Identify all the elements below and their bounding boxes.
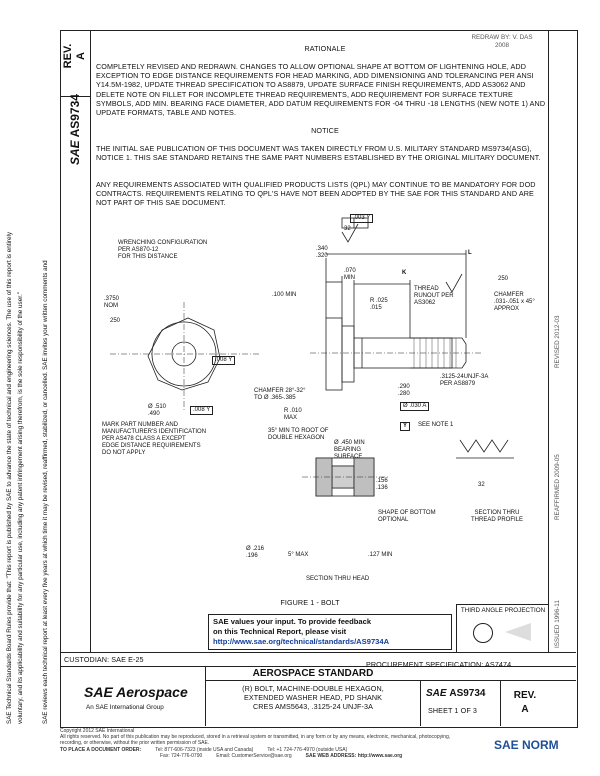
footer-fax: Fax: 724-776-0790 xyxy=(160,752,203,759)
footer: Copyright 2012 SAE International All rig… xyxy=(60,728,576,759)
footer-tel-2: Tel: +1 724-776-4970 (outside USA) xyxy=(267,746,348,753)
label-dim-340: .340 .320 xyxy=(316,246,328,259)
revised-date: REVISED 2012-03 xyxy=(554,315,561,368)
label-dia-510: Ø .510 .490 xyxy=(148,404,167,417)
label-deg-5: 5° MAX xyxy=(288,552,309,558)
label-bearing: Ø .450 MIN BEARING SURFACE xyxy=(334,440,365,460)
datum-y: Y xyxy=(400,422,411,431)
tolerance-008b: .008 Y xyxy=(190,406,214,415)
doc-id-vertical: SAE AS9734 xyxy=(68,94,82,165)
label-radius-010: R .010 MAX xyxy=(284,408,302,421)
page-frame xyxy=(60,30,578,728)
label-finish-250: 250 xyxy=(110,318,121,324)
label-dim-100: .100 MIN xyxy=(272,292,297,298)
label-finish-32c: 32 xyxy=(478,482,485,488)
brand-sub: An SAE International Group xyxy=(86,704,164,711)
label-wrenching: WRENCHING CONFIGURATION PER AS870-12 FOR… xyxy=(118,240,208,260)
title-lines: (R) BOLT, MACHINE-DOUBLE HEXAGON, EXTEND… xyxy=(206,684,420,711)
rationale-heading: RATIONALE xyxy=(304,44,346,53)
issued-text: REDRAW BY: V. DAS xyxy=(471,34,533,41)
title-line-2: EXTENDED WASHER HEAD, PD SHANK xyxy=(243,693,383,702)
notice-para-1: THE INITIAL SAE PUBLICATION OF THIS DOCU… xyxy=(96,144,541,163)
notice-para-2: ANY REQUIREMENTS ASSOCIATED WITH QUALIFI… xyxy=(96,180,536,208)
sae-mark: SAE xyxy=(68,140,82,165)
tolerance-030: Ø .030 A xyxy=(400,402,430,411)
label-finish-250b: 250 xyxy=(498,276,509,282)
label-finish-32: 32 xyxy=(344,226,351,232)
issued-date: ISSUED 1996-11 xyxy=(554,600,561,648)
label-thread-runout: THREAD RUNOUT PER AS3062 xyxy=(414,286,454,306)
label-min-root: 35° MIN TO ROOT OF DOUBLE HEXAGON xyxy=(268,428,329,441)
margin-note-2: voluntary, and its applicability and sui… xyxy=(17,292,24,724)
label-shape-bottom: SHAPE OF BOTTOM OPTIONAL xyxy=(378,510,436,523)
feedback-line-1: SAE values your input. To provide feedba… xyxy=(213,617,372,626)
label-section-thread: SECTION THRU THREAD PROFILE xyxy=(470,510,523,523)
footer-contact-row-2: Fax: 724-776-0790 Email: CustomerService… xyxy=(60,753,576,759)
rationale-body: COMPLETELY REVISED AND REDRAWN. CHANGES … xyxy=(96,62,546,118)
footer-web[interactable]: SAE WEB ADDRESS: http://www.sae.org xyxy=(305,752,403,759)
label-dim-156: .156 .136 xyxy=(376,478,388,491)
standard-heading: AEROSPACE STANDARD xyxy=(252,668,374,679)
brand-logo: SAE Aerospace xyxy=(84,684,188,700)
notice-heading: NOTICE xyxy=(311,126,339,135)
footer-rights-2: recording, or otherwise, without the pri… xyxy=(60,740,210,747)
margin-note-3: SAE reviews each technical report at lea… xyxy=(42,260,49,724)
title-line-3: CRES AMS5643, .3125-24 UNJF-3A xyxy=(252,702,374,711)
feedback-link[interactable]: http://www.sae.org/technical/standards/A… xyxy=(213,637,390,646)
rev-value-vertical: A xyxy=(75,52,87,60)
projection-box: THIRD ANGLE PROJECTION xyxy=(456,604,549,653)
sheet-number: SHEET 1 OF 3 xyxy=(428,706,477,715)
procurement-spec: PROCUREMENT SPECIFICATION: AS7474 xyxy=(366,660,512,669)
label-dim-290: .290 .280 xyxy=(398,384,410,397)
label-thread-spec: .3125-24UNJF-3A PER AS8879 xyxy=(440,374,489,387)
issued-date-top: 2008 xyxy=(494,42,509,49)
tolerance-008: .008 Y xyxy=(212,356,236,365)
label-k: K xyxy=(402,270,407,276)
footer-email: Email: CustomerService@sae.org xyxy=(216,752,292,759)
doc-number-block: SAE AS9734 xyxy=(426,688,485,699)
label-radius-025: R .025 .015 xyxy=(370,298,388,311)
feedback-box: SAE values your input. To provide feedba… xyxy=(208,614,452,650)
reaffirmed-date: REAFFIRMED 2009-05 xyxy=(554,454,561,520)
label-mark-part: MARK PART NUMBER AND MANUFACTURER'S IDEN… xyxy=(102,422,207,456)
projection-cone-icon xyxy=(505,623,531,641)
label-dim-127: .127 MIN xyxy=(368,552,393,558)
watermark: SAE NORM xyxy=(494,738,559,752)
brand-text: SAE Aerospace xyxy=(84,684,188,700)
label-section-head: SECTION THRU HEAD xyxy=(306,576,370,582)
label-see-note: SEE NOTE 1 xyxy=(418,422,454,428)
bolt-drawing xyxy=(110,217,514,497)
footer-copyright: Copyright 2012 SAE International xyxy=(60,728,135,734)
rev-label-block: REV. xyxy=(513,690,537,701)
footer-order: TO PLACE A DOCUMENT ORDER: xyxy=(60,746,142,753)
doc-number: AS9734 xyxy=(449,688,486,699)
rev-label-vertical: REV. xyxy=(62,43,74,69)
label-chamfer-2: CHAMFER 28°-32° TO Ø .365-.385 xyxy=(254,388,306,401)
projection-label: THIRD ANGLE PROJECTION xyxy=(460,607,546,614)
sae-small: SAE xyxy=(426,688,447,699)
doc-id: AS9734 xyxy=(68,94,82,138)
label-dim-375: .3750 NOM xyxy=(104,296,120,309)
head-hex-outline xyxy=(147,317,221,391)
label-dim-070: .070 MIN xyxy=(344,268,356,281)
footer-contact-row-1: TO PLACE A DOCUMENT ORDER: Tel: 877-606-… xyxy=(60,747,576,753)
footer-tel: Tel: 877-606-7323 (inside USA and Canada… xyxy=(155,746,254,753)
label-l: L xyxy=(468,250,472,256)
label-dia-216: Ø .216 .196 xyxy=(246,546,265,559)
label-chamfer-1: CHAMFER .031-.051 x 45° APPROX xyxy=(494,292,535,312)
projection-circle-icon xyxy=(473,623,493,643)
feedback-line-2: on this Technical Report, please visit xyxy=(213,627,347,636)
figure-caption: FIGURE 1 - BOLT xyxy=(280,598,340,607)
tolerance-003: .003 Y xyxy=(350,214,374,223)
issued-block: REDRAW BY: V. DAS 2008 xyxy=(456,34,548,50)
rev-value-block: A xyxy=(521,704,529,715)
custodian: CUSTODIAN: SAE E-25 xyxy=(64,655,144,664)
margin-note-1: SAE Technical Standards Board Rules prov… xyxy=(6,231,13,724)
footer-rights: All rights reserved. No part of this pub… xyxy=(60,734,451,741)
title-line-1: (R) BOLT, MACHINE-DOUBLE HEXAGON, xyxy=(242,684,384,693)
